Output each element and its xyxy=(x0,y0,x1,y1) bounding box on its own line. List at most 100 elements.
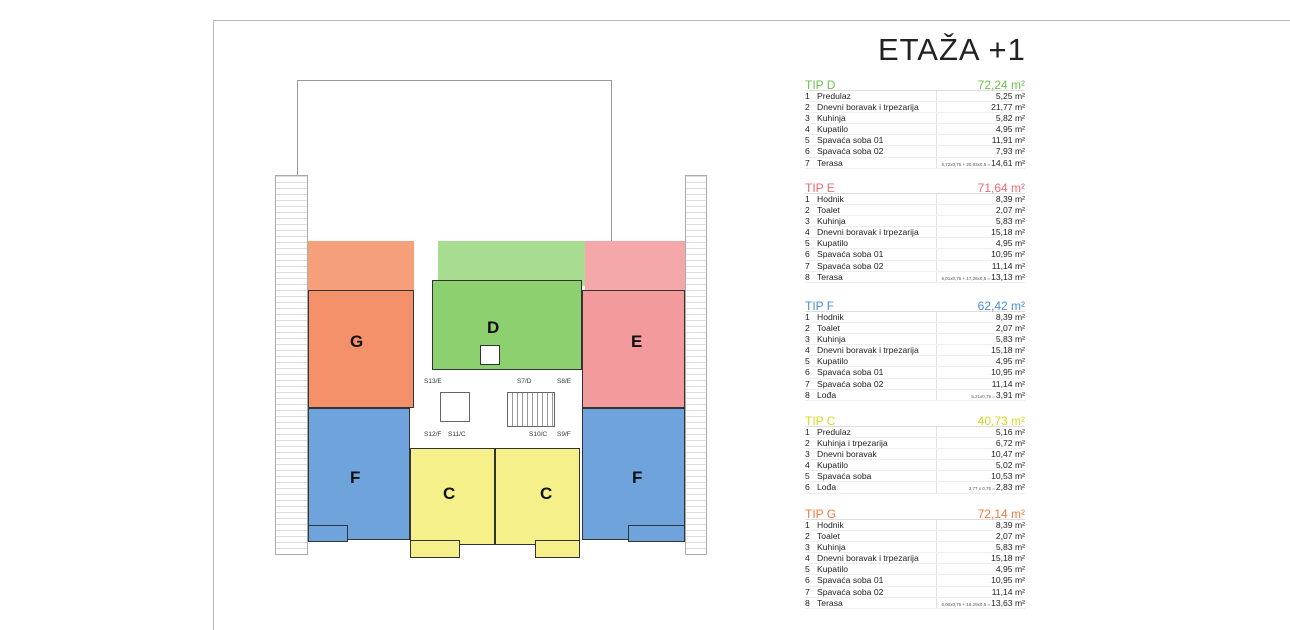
room-number: 5 xyxy=(805,356,810,367)
room-area-cell: 6,72 m² xyxy=(937,438,1025,448)
room-area-cell: 5,21x0,75 =3,91 m² xyxy=(937,390,1025,400)
stair-label-s9: S9/F xyxy=(557,431,571,438)
room-name: Kupatilo xyxy=(817,564,937,575)
room-number: 1 xyxy=(805,194,810,204)
room-number: 5 xyxy=(805,238,810,249)
page-frame xyxy=(213,20,1290,630)
unit-c-left[interactable] xyxy=(410,448,495,545)
apartment-type: TIP G xyxy=(805,507,837,521)
room-area: 3,91 m² xyxy=(995,389,1025,400)
room-number: 2 xyxy=(805,531,810,542)
room-area-cell: 15,18 m² xyxy=(937,553,1025,563)
room-area: 13,13 m² xyxy=(991,271,1025,282)
room-area: 5,16 m² xyxy=(995,427,1025,437)
room-area-cell: 15,18 m² xyxy=(937,345,1025,355)
room-number: 1 xyxy=(805,427,810,437)
area-formula: 6,00x0,75 + 16,29x0,5 = xyxy=(941,601,991,607)
room-area-cell: 7,93 m² xyxy=(937,146,1025,156)
unit-c-right[interactable] xyxy=(495,448,580,545)
room-area: 11,14 m² xyxy=(991,586,1025,597)
room-number: 7 xyxy=(805,586,810,597)
room-name: Spavaća soba 01 xyxy=(817,367,937,378)
room-number: 6 xyxy=(805,367,810,378)
room-number: 7 xyxy=(805,378,810,389)
room-area-cell: 5,83 m² xyxy=(937,216,1025,226)
table-row: 7 Spavaća soba 02 11,14 m² xyxy=(805,378,1025,390)
room-name: Toalet xyxy=(817,205,937,216)
table-row: 1 Predulaz 5,16 m² xyxy=(805,427,1025,439)
room-area: 11,14 m² xyxy=(991,260,1025,271)
room-name: Kupatilo xyxy=(817,238,937,249)
room-area: 8,39 m² xyxy=(995,520,1025,530)
unit-label-c-right: C xyxy=(540,484,553,503)
stair-label-s8: S8/E xyxy=(557,378,572,385)
unit-g-terrace[interactable] xyxy=(308,241,414,296)
unit-e[interactable] xyxy=(582,290,685,408)
room-area: 14,61 m² xyxy=(991,157,1025,168)
room-number: 5 xyxy=(805,564,810,575)
room-area: 5,83 m² xyxy=(995,216,1025,227)
staircase xyxy=(507,392,555,427)
stair-label-s7: S7/D xyxy=(517,378,532,385)
room-area-cell: 10,95 m² xyxy=(937,249,1025,259)
room-number: 6 xyxy=(805,575,810,586)
room-number: 6 xyxy=(805,146,810,157)
room-name: Toalet xyxy=(817,323,937,334)
room-name: Kupatilo xyxy=(817,356,937,367)
room-area-cell: 10,95 m² xyxy=(937,575,1025,585)
room-name: Predulaz xyxy=(817,427,937,438)
unit-f-left[interactable] xyxy=(308,408,410,540)
room-area: 13,63 m² xyxy=(991,597,1025,608)
room-name: Spavaća soba 02 xyxy=(817,378,937,389)
left-railing xyxy=(275,175,308,555)
unit-d[interactable] xyxy=(432,280,582,370)
room-name: Hodnik xyxy=(817,312,937,323)
room-area: 15,18 m² xyxy=(991,553,1025,564)
page-title: ETAŽA +1 xyxy=(878,32,1026,67)
room-number: 1 xyxy=(805,312,810,322)
apartment-total-area: 40,73 m² xyxy=(977,414,1025,428)
room-number: 2 xyxy=(805,102,810,113)
unit-e-terrace[interactable] xyxy=(585,241,685,296)
room-area: 2,07 m² xyxy=(995,323,1025,334)
area-formula: 3,77 x 0,75 = xyxy=(968,486,995,492)
unit-label-c-left: C xyxy=(443,484,456,503)
room-area-cell: 2,07 m² xyxy=(937,323,1025,333)
unit-label-f-left: F xyxy=(350,468,361,487)
room-area-cell: 11,14 m² xyxy=(937,379,1025,389)
room-name: Kuhinja xyxy=(817,542,937,553)
apartment-total-area: 71,64 m² xyxy=(977,181,1025,195)
room-name: Terasa xyxy=(817,597,937,608)
room-area: 2,07 m² xyxy=(995,531,1025,542)
room-area-cell: 10,95 m² xyxy=(937,367,1025,377)
area-formula: 5,72x0,75 + 20,93x0,5 = xyxy=(941,161,991,167)
f-loggia-right xyxy=(628,525,685,542)
room-number: 8 xyxy=(805,389,810,400)
room-number: 1 xyxy=(805,91,810,101)
unit-g[interactable] xyxy=(308,290,414,408)
room-area: 11,14 m² xyxy=(991,378,1025,389)
room-name: Predulaz xyxy=(817,91,937,102)
unit-f-right[interactable] xyxy=(582,408,685,540)
apartment-type: TIP F xyxy=(805,299,835,313)
room-name: Lođa xyxy=(817,482,937,493)
room-area-cell: 11,14 m² xyxy=(937,261,1025,271)
room-number: 7 xyxy=(805,260,810,271)
